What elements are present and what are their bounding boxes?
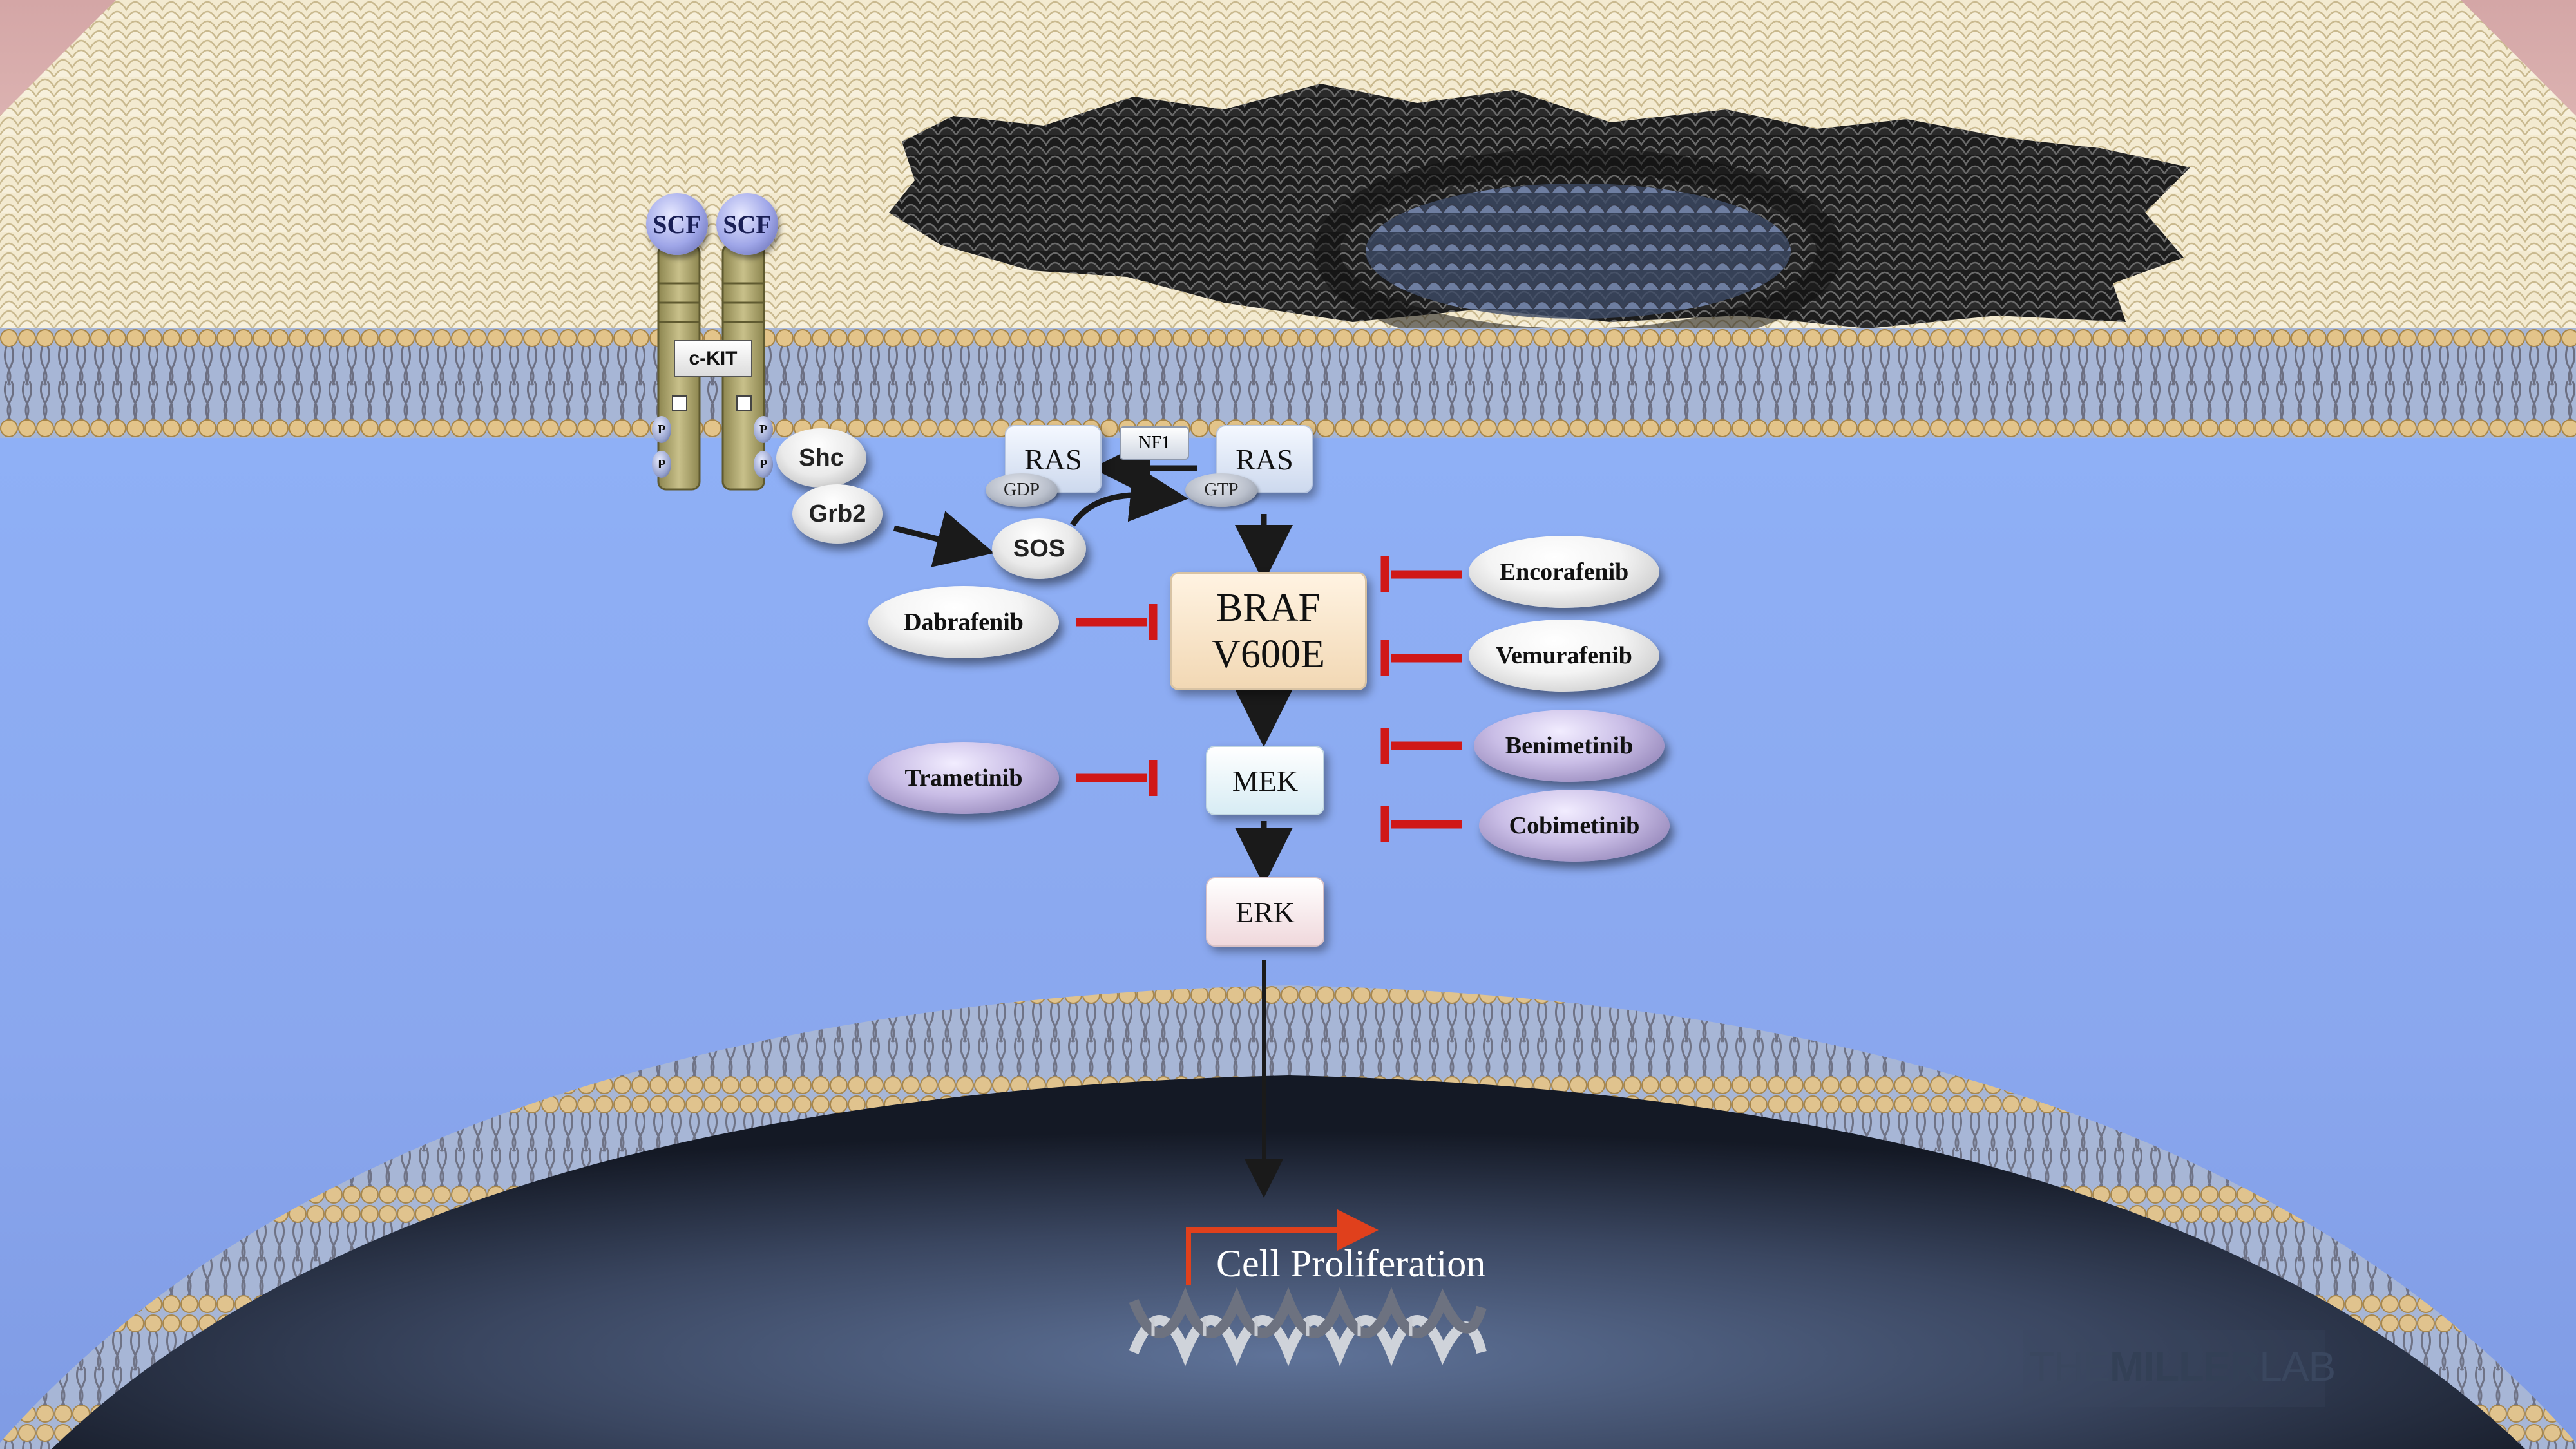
braf-mutation-label: V600E: [1212, 632, 1325, 676]
transcription-start-arrow: [1186, 1209, 1379, 1285]
braf-label: BRAF: [1216, 586, 1321, 630]
scf-ligand-right: SCF: [716, 193, 778, 255]
vemurafenib-drug: Vemurafenib: [1469, 620, 1659, 692]
braf-v600e-box: BRAF V600E: [1170, 572, 1367, 690]
double-helix-icon: [1129, 1287, 1487, 1367]
nf1-regulator: NF1: [1120, 426, 1189, 460]
cobimetinib-drug: Cobimetinib: [1479, 790, 1670, 862]
erk-box: ERK: [1206, 877, 1324, 947]
scf-ligand-left: SCF: [646, 193, 708, 255]
dabrafenib-drug: Dabrafenib: [868, 586, 1059, 658]
sos-gef: SOS: [992, 518, 1086, 579]
trametinib-drug: Trametinib: [868, 742, 1059, 814]
lab-watermark: THEMILLERLAB: [2029, 1343, 2336, 1390]
phospho-site: P: [652, 416, 671, 443]
c-kit-receptor-label: c-KIT: [674, 340, 752, 377]
benimetinib-drug: Benimetinib: [1474, 710, 1665, 782]
inhibition-bars: [1076, 556, 1462, 842]
grb2-to-sos-arrow: [893, 511, 995, 567]
encorafenib-drug: Encorafenib: [1469, 536, 1659, 608]
gtp-nucleotide: GTP: [1185, 473, 1257, 507]
mek-box: MEK: [1206, 746, 1324, 815]
grb2-adaptor: Grb2: [792, 484, 883, 544]
shc-adaptor: Shc: [776, 428, 866, 488]
gdp-nucleotide: GDP: [986, 473, 1058, 507]
phospho-site: P: [652, 451, 671, 478]
cell-proliferation-label: Cell Proliferation: [1216, 1242, 1486, 1285]
phospho-site: P: [754, 451, 773, 478]
phospho-site: P: [754, 416, 773, 443]
